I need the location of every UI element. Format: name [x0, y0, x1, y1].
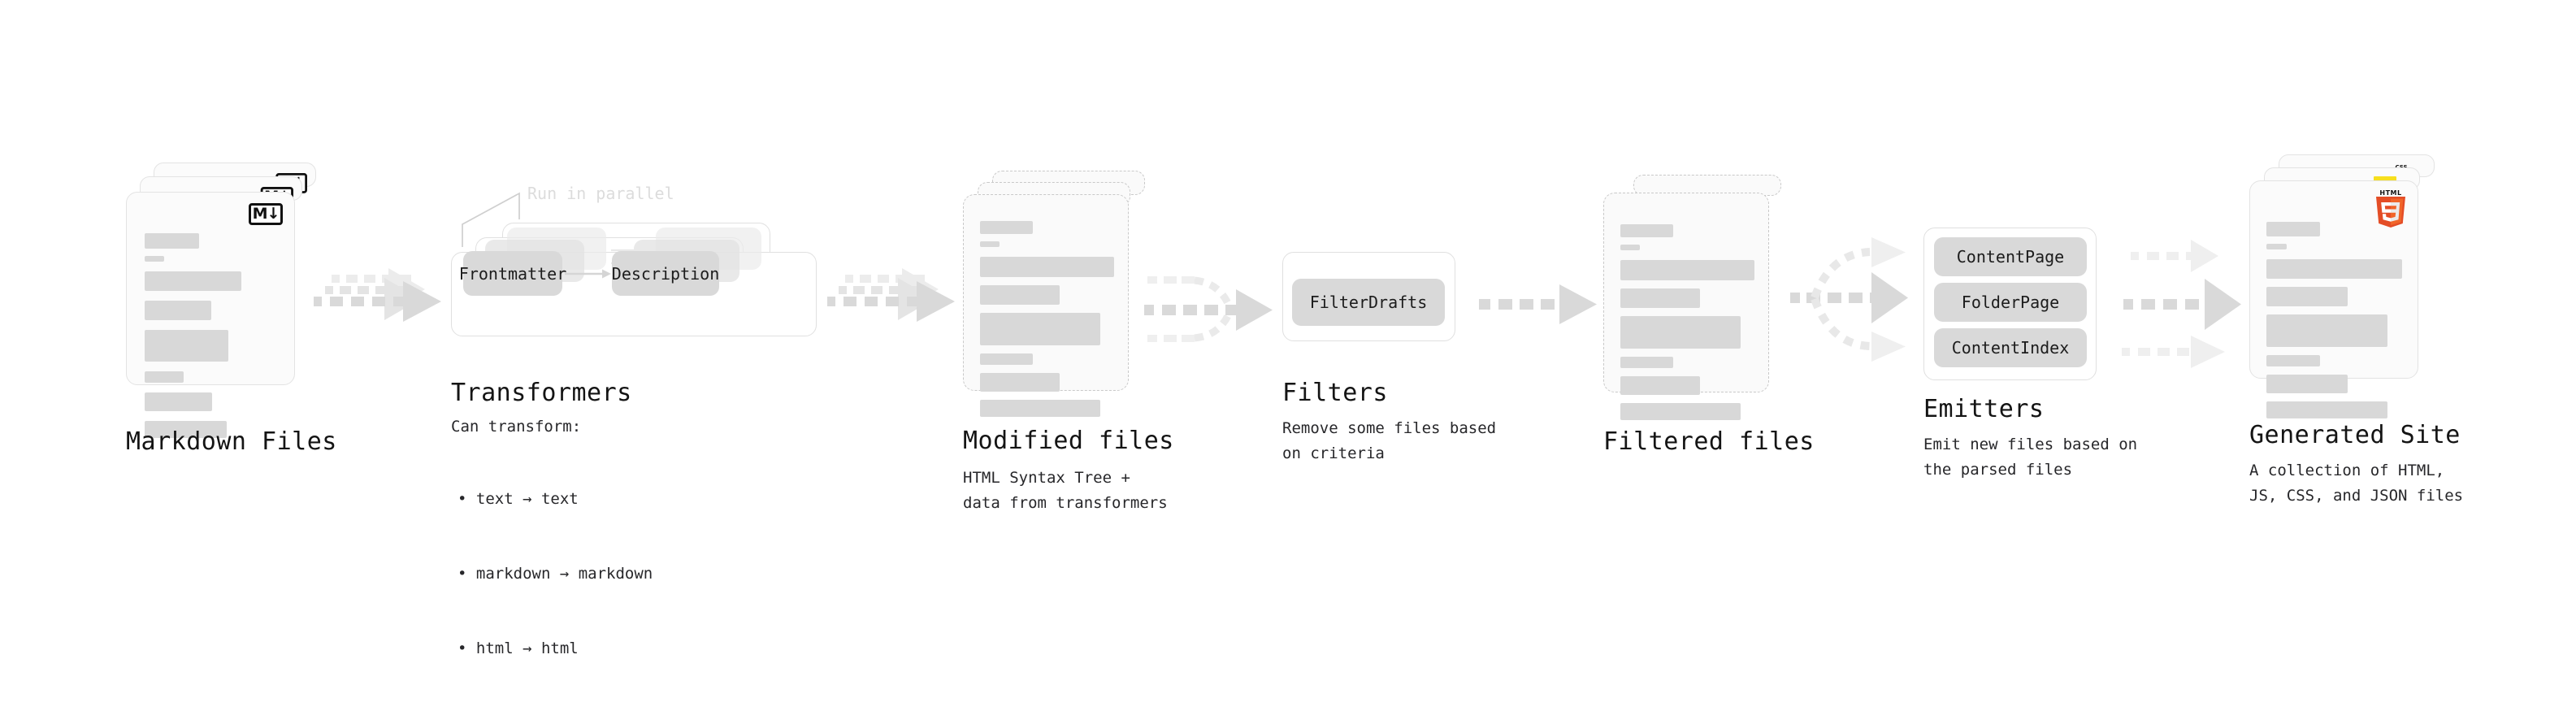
chip-label: ContentPage: [1956, 247, 2065, 267]
placeholder-line: [2266, 287, 2348, 306]
placeholder-line: [980, 241, 1000, 247]
placeholder-line: [1620, 288, 1700, 308]
placeholder-line: [1620, 376, 1700, 395]
placeholder-line: [145, 233, 199, 249]
modified-files-title: Modified files: [963, 427, 1174, 455]
connector-filtered-to-emitters: [1790, 226, 1945, 380]
transformers-bullet-item: • markdown → markdown: [458, 564, 653, 583]
chip-label: Description: [611, 263, 720, 284]
placeholder-line: [145, 256, 164, 262]
markdown-icon: M↓: [249, 203, 283, 225]
run-in-parallel-label: Run in parallel: [527, 184, 674, 203]
run-in-parallel-bracket: [462, 192, 520, 247]
emitter-chip-contentindex[interactable]: ContentIndex: [1934, 328, 2087, 367]
connector-emitters-to-site: [2119, 229, 2257, 379]
placeholder-line: [2266, 314, 2387, 347]
site-card-front: HTML: [2249, 180, 2418, 418]
modified-files-description: HTML Syntax Tree + data from transformer…: [963, 469, 1168, 512]
filtered-card-front: [1603, 193, 1769, 420]
html5-icon-label: HTML: [2379, 189, 2402, 197]
markdown-icon-arrow: ↓: [267, 205, 280, 223]
placeholder-line: [980, 285, 1060, 305]
emitters-description: Emit new files based on the parsed files: [1923, 436, 2138, 479]
chip-label: Frontmatter: [458, 263, 567, 284]
connector-markdown-to-transformers: [307, 268, 458, 343]
placeholder-line: [980, 313, 1100, 345]
html5-icon: HTML: [2374, 189, 2407, 228]
placeholder-line: [2266, 222, 2320, 236]
chip-label: FilterDrafts: [1309, 293, 1428, 312]
transformers-bullets: • text → text • markdown → markdown • ht…: [458, 436, 653, 711]
placeholder-line: [145, 330, 228, 362]
transformers-bullet-item: • text → text: [458, 489, 579, 508]
transformer-chip-description[interactable]: Description: [612, 251, 719, 296]
transformer-inner-arrow: [565, 269, 611, 279]
filters-title: Filters: [1282, 379, 1388, 407]
placeholder-line: [1620, 245, 1640, 250]
transformers-bullet-item: • html → html: [458, 639, 579, 658]
connector-modified-to-filters: [1136, 258, 1278, 364]
placeholder-line: [1620, 357, 1673, 368]
placeholder-line: [1620, 260, 1754, 280]
filter-chip-filterdrafts[interactable]: FilterDrafts: [1292, 279, 1445, 326]
connector-filters-to-filtered: [1479, 284, 1601, 325]
placeholder-line: [145, 271, 241, 291]
generated-site-description: A collection of HTML, JS, CSS, and JSON …: [2249, 462, 2464, 505]
emitters-title: Emitters: [1923, 395, 2045, 423]
emitter-chip-folderpage[interactable]: FolderPage: [1934, 283, 2087, 322]
markdown-placeholder-lines: [145, 233, 280, 438]
placeholder-line: [1620, 403, 1741, 420]
transformers-description-heading: Can transform:: [451, 418, 582, 436]
generated-site-title: Generated Site: [2249, 421, 2461, 449]
placeholder-line: [1620, 224, 1673, 237]
transformer-chip-frontmatter[interactable]: Frontmatter: [459, 251, 566, 296]
filtered-files-title: Filtered files: [1603, 427, 1815, 456]
site-placeholder-lines: [2266, 222, 2403, 418]
markdown-icon-letter: M: [252, 205, 268, 223]
placeholder-line: [145, 392, 212, 411]
placeholder-line: [980, 400, 1100, 417]
placeholder-line: [2266, 259, 2402, 279]
placeholder-line: [145, 301, 211, 320]
placeholder-line: [145, 421, 227, 438]
markdown-files-title: Markdown Files: [126, 427, 337, 456]
placeholder-line: [2266, 375, 2348, 393]
modified-card-front: [963, 194, 1129, 417]
placeholder-line: [2266, 401, 2387, 418]
filtered-card-back-1: [1633, 175, 1781, 196]
modified-placeholder-lines: [980, 221, 1114, 417]
placeholder-line: [980, 221, 1033, 234]
emitter-chip-contentpage[interactable]: ContentPage: [1934, 237, 2087, 276]
pipeline-diagram: M↓ M↓ M↓: [126, 154, 2464, 658]
placeholder-line: [2266, 355, 2320, 366]
placeholder-line: [2266, 244, 2287, 249]
markdown-card-front: M↓: [126, 192, 295, 438]
connector-transformers-to-modified: [821, 268, 971, 343]
filters-description: Remove some files based on criteria: [1282, 419, 1497, 462]
placeholder-line: [980, 373, 1060, 392]
chip-label: ContentIndex: [1951, 338, 2070, 358]
placeholder-line: [145, 371, 184, 383]
placeholder-line: [980, 257, 1114, 277]
transformers-title: Transformers: [451, 379, 632, 407]
placeholder-line: [980, 353, 1033, 365]
chip-label: FolderPage: [1961, 293, 2060, 312]
placeholder-line: [1620, 316, 1741, 349]
filtered-placeholder-lines: [1620, 224, 1754, 420]
